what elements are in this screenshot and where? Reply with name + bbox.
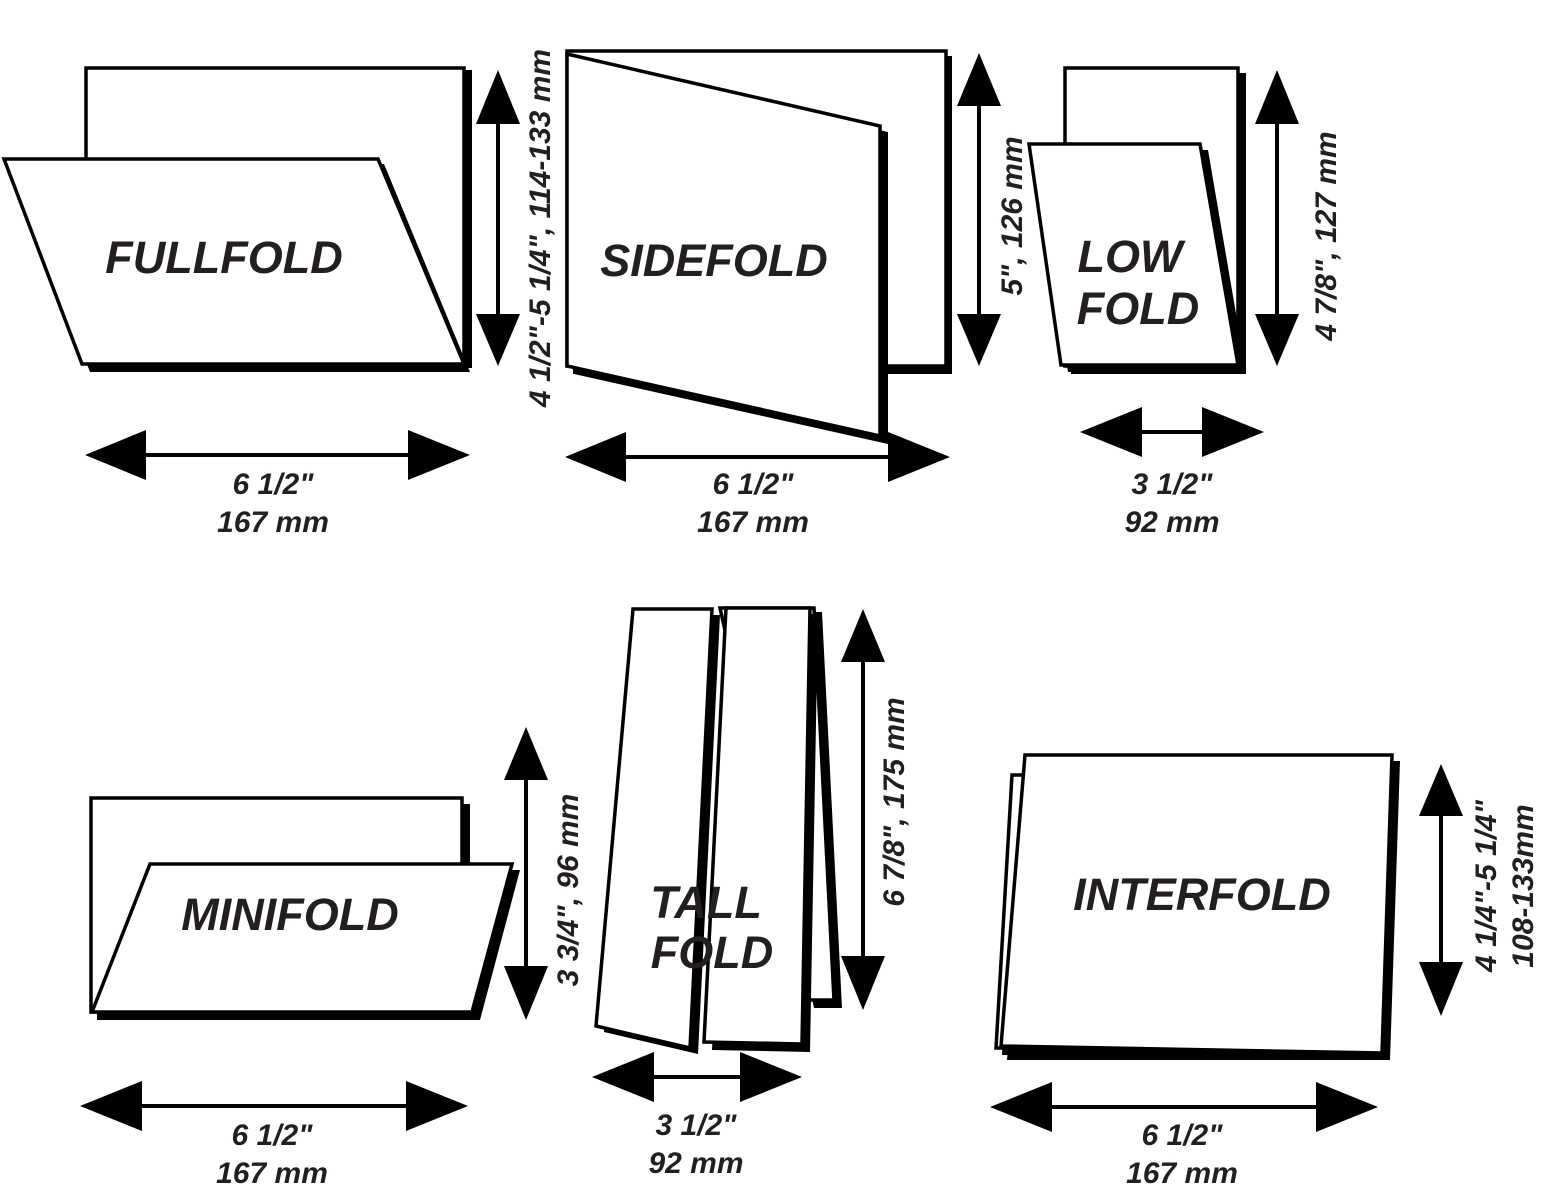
tallfold-width-arrow	[592, 1052, 802, 1102]
minifold-front-sheet	[89, 862, 515, 1014]
tallfold-label-line1: TALL	[650, 877, 762, 928]
interfold-width-inches: 6 1/2"	[1142, 1119, 1224, 1152]
minifold-group: MINIFOLD 6 1/2" 167 mm 3 3/4", 96 mm	[80, 727, 585, 1186]
lowfold-front-sheet	[1026, 142, 1241, 367]
sidefold-height-label: 5", 126 mm	[996, 136, 1029, 295]
minifold-height-arrow	[504, 727, 548, 1020]
lowfold-label-line2: FOLD	[1077, 283, 1199, 334]
lowfold-height-arrow	[1255, 70, 1299, 366]
minifold-width-arrow	[80, 1081, 468, 1131]
tallfold-left-leaf	[594, 607, 714, 1051]
sidefold-height-arrow	[957, 53, 1001, 366]
tallfold-width-mm: 92 mm	[648, 1147, 743, 1180]
interfold-height-label-line2: 108-133mm	[1507, 804, 1540, 967]
interfold-width-arrow	[990, 1082, 1378, 1132]
sidefold-label: SIDEFOLD	[600, 235, 828, 286]
fullfold-front-sheet	[1, 157, 467, 366]
sidefold-width-arrow	[565, 432, 950, 482]
lowfold-width-inches: 3 1/2"	[1132, 468, 1214, 501]
minifold-width-mm: 167 mm	[216, 1157, 328, 1186]
fullfold-width-arrow	[85, 430, 470, 480]
interfold-label: INTERFOLD	[1073, 869, 1330, 920]
fullfold-height-arrow	[476, 70, 520, 366]
sidefold-width-inches: 6 1/2"	[713, 468, 795, 501]
fullfold-height-label: 4 1/2"-5 1/4", 114-133 mm	[524, 49, 557, 408]
fullfold-group: FULLFOLD 6 1/2" 167 mm 4 1/2"-5 1/4", 11…	[1, 49, 557, 539]
tallfold-label-line2: FOLD	[651, 927, 773, 978]
tallfold-height-arrow	[841, 609, 885, 1010]
tallfold-group: TALL FOLD 3 1/2" 92 mm 6 7/8", 175 mm	[592, 606, 911, 1180]
fullfold-width-inches: 6 1/2"	[233, 468, 315, 501]
interfold-height-label-line1: 4 1/4"-5 1/4"	[1470, 799, 1503, 973]
interfold-front-sheet	[999, 753, 1394, 1055]
minifold-height-label: 3 3/4", 96 mm	[552, 794, 585, 987]
interfold-width-mm: 167 mm	[1126, 1157, 1238, 1186]
fullfold-label: FULLFOLD	[105, 232, 342, 283]
interfold-group: INTERFOLD 6 1/2" 167 mm 4 1/4"-5 1/4" 10…	[990, 753, 1540, 1186]
tallfold-height-label: 6 7/8", 175 mm	[878, 697, 911, 906]
minifold-label: MINIFOLD	[181, 889, 398, 940]
fullfold-width-mm: 167 mm	[217, 506, 329, 539]
sidefold-front-sheet	[565, 51, 882, 439]
sidefold-width-mm: 167 mm	[697, 506, 809, 539]
interfold-height-arrow	[1419, 764, 1463, 1016]
lowfold-group: LOW FOLD 3 1/2" 92 mm 4 7/8", 127 mm	[1026, 66, 1343, 539]
lowfold-width-mm: 92 mm	[1124, 506, 1219, 539]
tallfold-width-inches: 3 1/2"	[656, 1109, 738, 1142]
minifold-width-inches: 6 1/2"	[232, 1119, 314, 1152]
sidefold-group: SIDEFOLD 6 1/2" 167 mm 5", 126 mm	[565, 49, 1029, 539]
lowfold-height-label: 4 7/8", 127 mm	[1310, 131, 1343, 341]
tallfold-right-leaf	[702, 606, 812, 1046]
lowfold-label-line1: LOW	[1078, 231, 1186, 282]
lowfold-width-arrow	[1080, 407, 1264, 457]
